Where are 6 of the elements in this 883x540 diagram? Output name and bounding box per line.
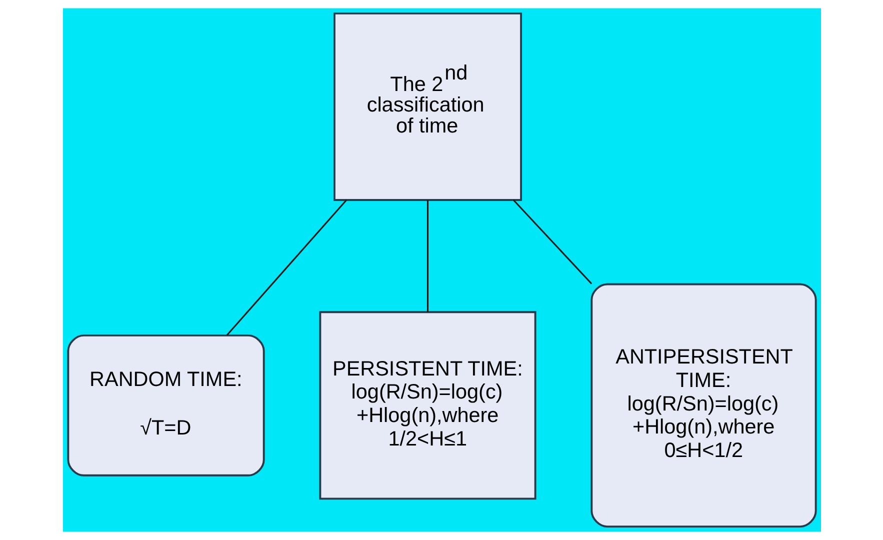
connector: [226, 200, 346, 336]
node-box: RANDOM TIME: √T=D: [66, 334, 264, 476]
connector: [512, 200, 592, 284]
node-box: ANTIPERSISTENT TIME: log(R/Sn)=log(c) +Hlog(n),where 0≤H<1/2: [590, 283, 816, 528]
node-box: PERSISTENT TIME: log(R/Sn)=log(c) +Hlog(n),where 1/2<H≤1: [318, 311, 536, 500]
connector: [426, 200, 428, 312]
